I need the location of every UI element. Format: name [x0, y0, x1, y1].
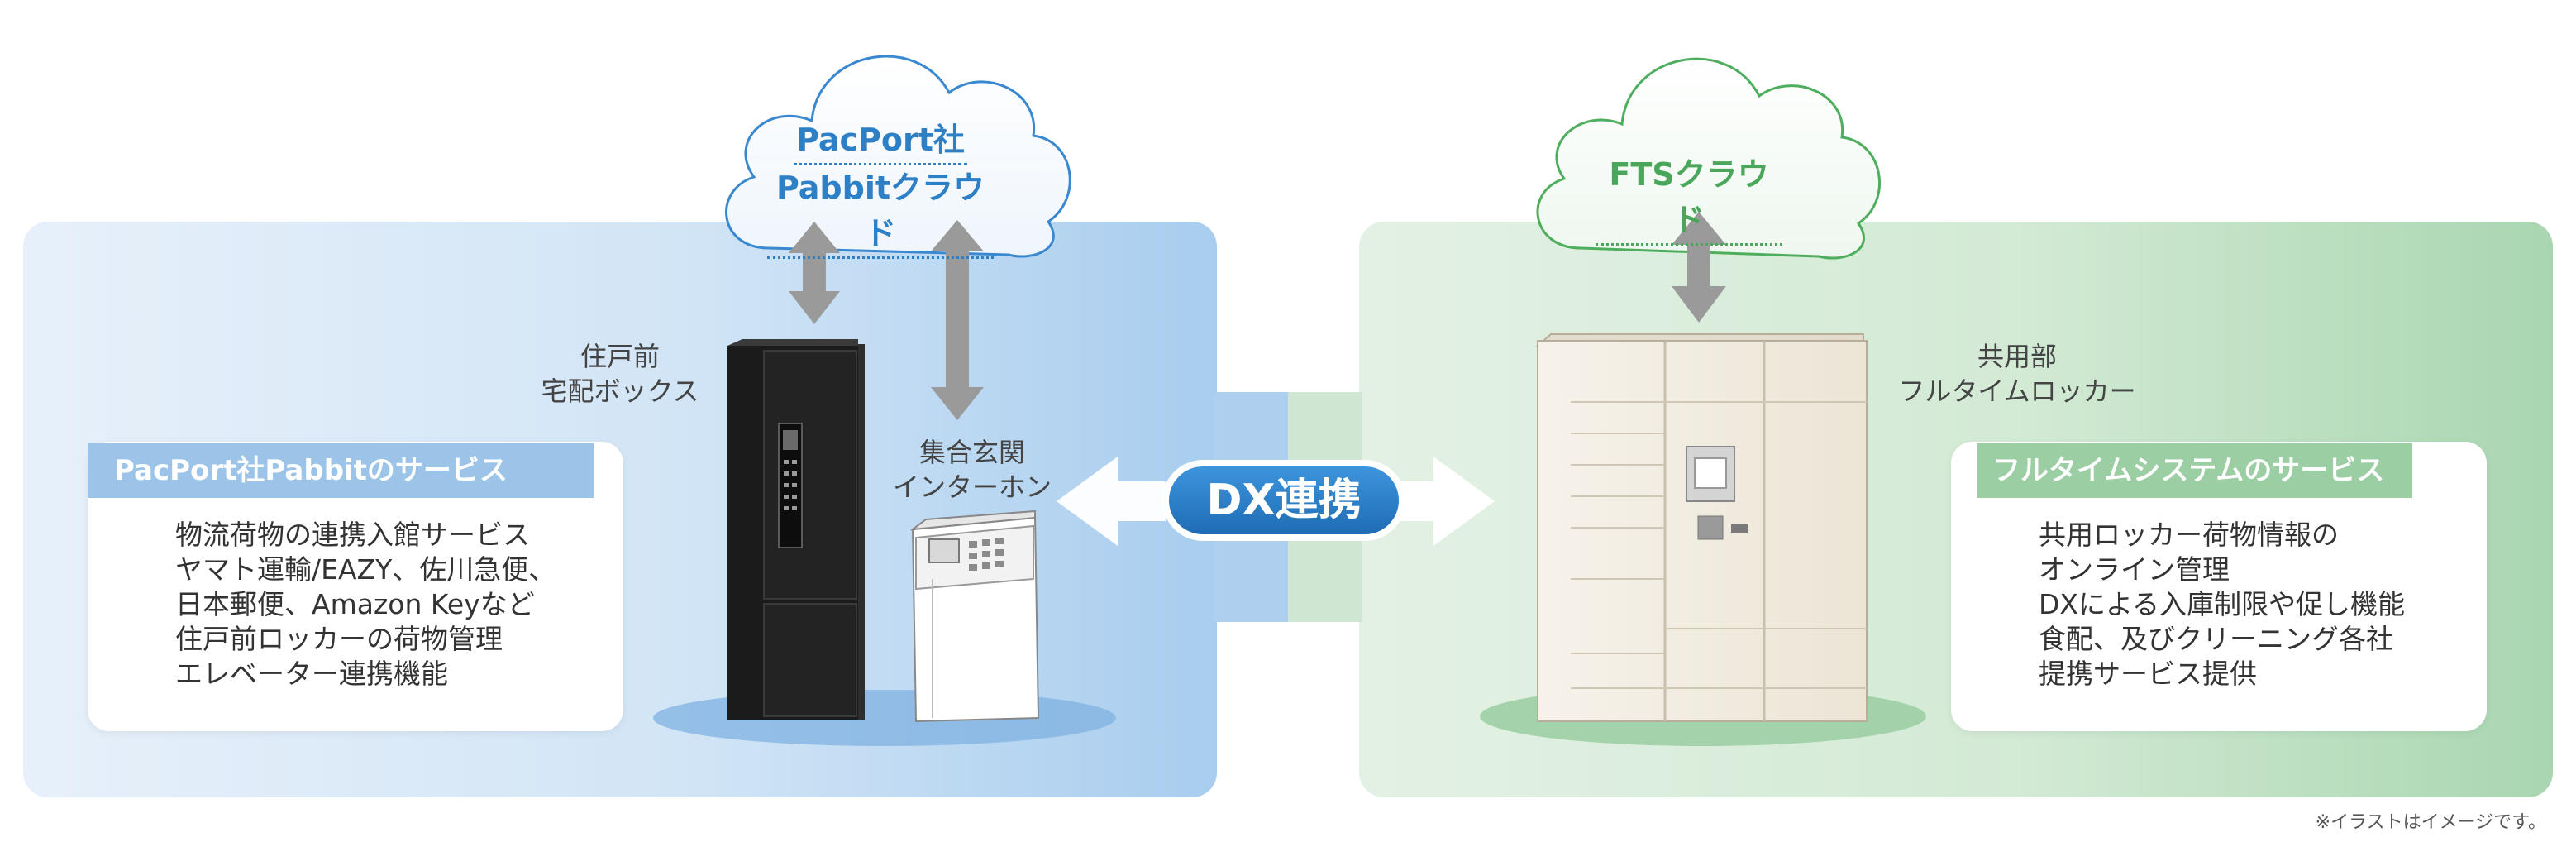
- list-item: ヤマト運輸/EAZY、佐川急便、: [175, 553, 556, 586]
- floor-shadow-left: [653, 690, 1116, 746]
- list-item: オンライン管理: [2039, 553, 2230, 586]
- list-item: 住戸前ロッカーの荷物管理: [175, 623, 503, 655]
- list-item: 共用ロッカー荷物情報の: [2039, 519, 2339, 551]
- list-item: 日本郵便、Amazon Keyなど: [175, 588, 535, 620]
- intercom-label-line1: 集合玄関: [918, 437, 1025, 468]
- dx-link-badge: [1162, 460, 1405, 541]
- list-item: 提携サービス提供: [2039, 658, 2257, 690]
- locker-label: 共用部 フルタイムロッカー: [1885, 339, 2149, 409]
- door-delivery-box-icon: [727, 339, 865, 720]
- pacport-cloud-icon: [725, 55, 1071, 258]
- locker-label-line1: 共用部: [1977, 341, 2057, 372]
- pacport-cloud-line2: Pabbitクラウド: [767, 162, 994, 259]
- door-box-label-line2: 宅配ボックス: [541, 376, 699, 407]
- arrow-cloud-locker-icon: [1672, 212, 1726, 323]
- door-box-label-line1: 住戸前: [580, 341, 660, 372]
- list-item: 食配、及びクリーニング各社: [2039, 623, 2393, 655]
- dx-link-label: DX連携: [1206, 476, 1362, 525]
- list-item: エレベーター連携機能: [175, 658, 448, 690]
- arrow-cloud-intercom-icon: [931, 220, 984, 420]
- door-box-label: 住戸前 宅配ボックス: [529, 339, 711, 409]
- fts-cloud-icon: [1536, 57, 1882, 260]
- pacport-cloud-line1: PacPort社: [794, 114, 967, 165]
- arrow-cloud-doorbox-icon: [789, 222, 840, 324]
- pacport-service-title: PacPort社Pabbitのサービス: [88, 443, 594, 498]
- fts-cloud-label: FTSクラウド: [1596, 149, 1782, 246]
- intercom-icon: [909, 510, 1040, 723]
- intercom-label: 集合玄関 インターホン: [873, 435, 1071, 505]
- fulltime-service-title: フルタイムシステムのサービス: [1977, 443, 2412, 498]
- pacport-service-list: 物流荷物の連携入館サービス ヤマト運輸/EAZY、佐川急便、 日本郵便、Amaz…: [137, 518, 556, 691]
- list-item: 物流荷物の連携入館サービス: [175, 519, 530, 551]
- arrow-right-icon: [1397, 457, 1495, 546]
- locker-label-line2: フルタイムロッカー: [1898, 376, 2136, 407]
- intercom-label-line2: インターホン: [892, 471, 1052, 503]
- illustration-footnote: ※イラストはイメージです。: [2315, 812, 2546, 833]
- list-item: DXによる入庫制限や促し機能: [2039, 588, 2406, 620]
- fulltime-service-list: 共用ロッカー荷物情報の オンライン管理 DXによる入庫制限や促し機能 食配、及び…: [2001, 518, 2405, 691]
- arrow-left-icon: [1057, 457, 1166, 546]
- fulltime-locker-icon: [1535, 333, 1868, 722]
